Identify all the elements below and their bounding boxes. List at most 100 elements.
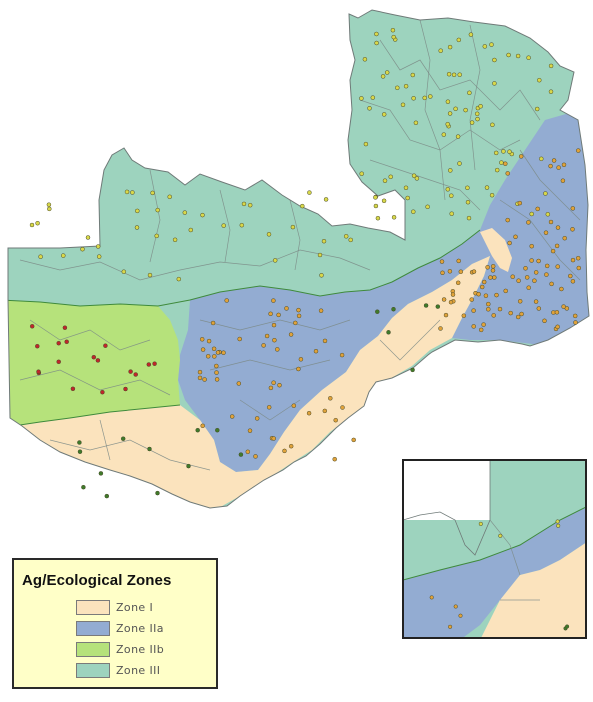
site-marker: [467, 90, 472, 96]
site-marker: [195, 427, 200, 433]
site-marker: [490, 268, 496, 273]
site-marker: [95, 244, 101, 249]
site-marker: [469, 120, 475, 125]
site-marker: [91, 354, 97, 360]
legend-item-zone-i: Zone I: [76, 600, 216, 618]
site-marker: [526, 285, 531, 290]
site-marker: [400, 102, 406, 108]
site-marker: [382, 178, 388, 183]
site-marker: [572, 313, 578, 319]
site-marker: [471, 269, 477, 274]
site-marker: [266, 405, 272, 410]
site-marker: [439, 259, 445, 264]
site-marker: [176, 276, 182, 282]
site-marker: [381, 198, 387, 204]
site-marker: [548, 63, 554, 69]
site-marker: [423, 303, 429, 308]
site-marker: [465, 199, 471, 205]
site-marker: [455, 134, 461, 139]
site-marker: [229, 414, 235, 419]
site-marker: [517, 200, 523, 206]
site-marker: [524, 275, 530, 280]
site-marker: [172, 237, 178, 243]
site-marker: [446, 71, 452, 77]
site-marker: [443, 312, 449, 318]
site-marker: [214, 370, 219, 375]
site-marker: [212, 354, 217, 359]
site-marker: [534, 106, 540, 112]
site-marker: [214, 363, 219, 369]
site-marker: [36, 369, 41, 374]
site-marker: [135, 208, 140, 214]
inset-site-marker: [555, 519, 560, 524]
site-marker: [562, 235, 567, 241]
site-marker: [535, 206, 540, 212]
site-marker: [210, 320, 216, 326]
site-marker: [440, 270, 445, 276]
site-marker: [435, 304, 441, 309]
site-marker: [306, 410, 312, 416]
site-marker: [202, 377, 207, 382]
site-marker: [570, 206, 576, 211]
legend-swatch-zone-i: [76, 600, 110, 615]
site-marker: [241, 201, 247, 207]
site-marker: [503, 161, 508, 166]
legend: Ag/Ecological Zones Zone I Zone IIa Zone…: [12, 558, 218, 689]
site-marker: [497, 306, 503, 312]
site-marker: [544, 272, 549, 277]
site-marker: [441, 132, 447, 137]
zone-iia-area: [178, 110, 589, 472]
site-marker: [205, 354, 211, 359]
inset-site-marker: [565, 624, 570, 629]
site-marker: [489, 42, 494, 47]
site-marker: [503, 288, 508, 294]
site-marker: [391, 34, 396, 40]
site-marker: [155, 207, 160, 213]
site-marker: [370, 95, 376, 100]
site-marker: [481, 279, 487, 285]
site-marker: [104, 493, 110, 499]
site-marker: [543, 191, 548, 196]
site-marker: [526, 220, 531, 225]
site-marker: [103, 343, 108, 348]
site-marker: [64, 339, 69, 345]
site-marker: [529, 258, 534, 263]
site-marker: [483, 293, 489, 298]
site-marker: [486, 301, 491, 307]
site-marker: [548, 89, 554, 94]
site-marker: [339, 352, 345, 358]
site-marker: [507, 240, 512, 246]
site-marker: [322, 338, 328, 344]
site-marker: [374, 31, 379, 37]
site-marker: [499, 160, 504, 165]
site-marker: [456, 258, 461, 264]
site-marker: [441, 297, 447, 302]
inset-markers: [429, 519, 570, 631]
site-marker: [221, 223, 226, 228]
site-marker: [29, 324, 35, 329]
site-marker: [359, 96, 364, 101]
site-marker: [85, 235, 91, 240]
site-marker: [445, 121, 450, 127]
site-marker: [445, 99, 451, 104]
site-marker: [450, 292, 456, 297]
site-marker: [123, 386, 128, 392]
site-marker: [451, 72, 457, 78]
site-marker: [568, 273, 573, 279]
site-marker: [453, 106, 458, 112]
site-marker: [537, 77, 542, 83]
site-marker: [61, 253, 66, 258]
inset-zone-iii-notch: [403, 460, 491, 556]
zone-iib-border: [8, 299, 191, 307]
site-marker: [323, 197, 329, 202]
site-marker: [513, 234, 518, 240]
site-marker: [445, 187, 451, 192]
site-marker: [413, 120, 419, 126]
site-marker: [414, 176, 420, 181]
site-marker: [505, 171, 510, 176]
site-marker: [505, 217, 510, 223]
site-marker: [492, 81, 497, 86]
site-marker: [261, 343, 266, 348]
legend-label-zone-iia: Zone IIa: [116, 622, 164, 635]
site-marker: [515, 314, 521, 320]
